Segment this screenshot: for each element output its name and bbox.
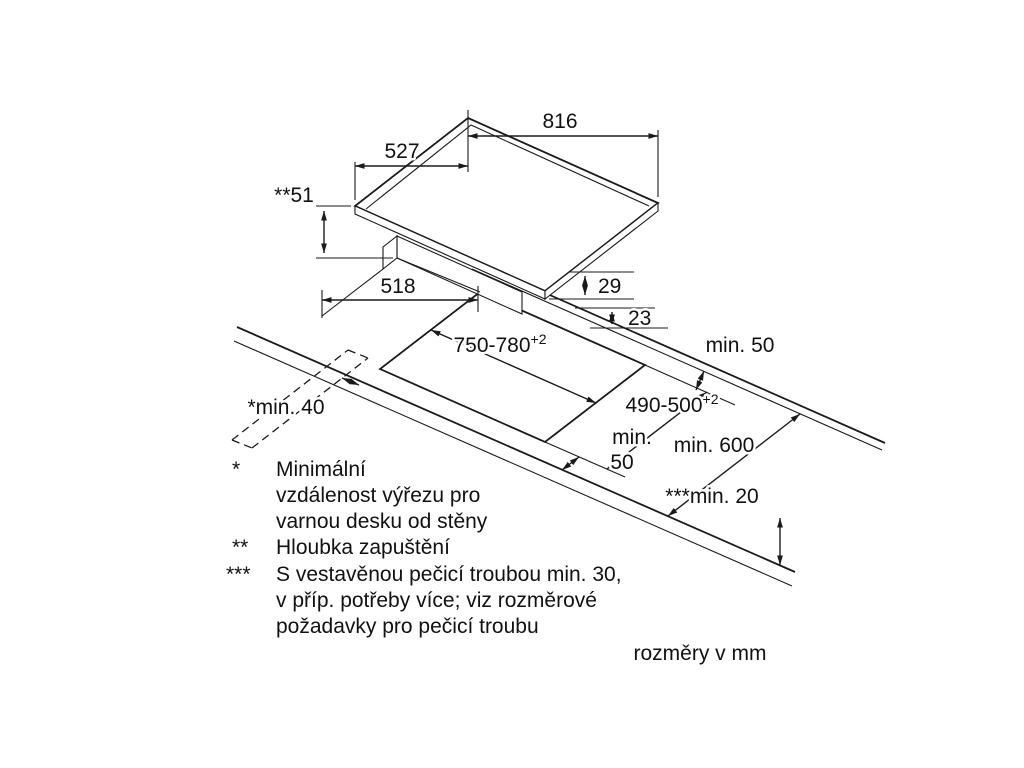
countertop <box>231 261 886 587</box>
edge-height-bottom-label: 23 <box>628 307 651 330</box>
cutout-ext-front <box>544 441 626 478</box>
cutout-depth-label: 490-500+2 <box>625 391 718 417</box>
dim-bottom-clearance: ***min. 20 <box>663 483 783 565</box>
dim-hob-depth: 527 <box>354 110 469 200</box>
hob-depth-label: 527 <box>384 140 419 163</box>
legend-star2-marker: ** <box>232 536 248 559</box>
edge-height-top-label: 29 <box>598 275 621 298</box>
dim-rear-clearance: min. 50 <box>695 332 777 391</box>
dim-cutout-width: 750-780+2 <box>430 329 597 404</box>
counter-front-edge-line <box>236 326 796 573</box>
dim-side-clearance: *min. 40 <box>245 377 360 422</box>
legend-star3-line2: v příp. potřeby více; viz rozměrové <box>276 589 597 612</box>
units-note: rozměry v mm <box>634 642 767 665</box>
legend-star1-line2: vzdálenost výřezu pro <box>276 484 480 507</box>
projection-lines <box>321 257 481 317</box>
legend-star3-line3: požadavky pro pečicí troubu <box>276 615 539 638</box>
side-wall-dashed <box>231 349 369 449</box>
dim-front-clearance: min. 50 <box>561 424 654 477</box>
rear-clearance-label: min. 50 <box>706 334 775 357</box>
legend-star1-line1: Minimální <box>276 458 366 481</box>
hob-front-right-face <box>544 201 659 301</box>
dim-counter-depth: min. 600 <box>667 413 801 517</box>
cutout-outline <box>378 290 647 444</box>
legend: * Minimální vzdálenost výřezu pro varnou… <box>224 456 625 641</box>
housing-width-label: 518 <box>380 275 415 298</box>
hob <box>353 116 660 315</box>
counter-front-edge-line-inner <box>233 340 793 587</box>
hob-glass-inner-edge <box>365 124 650 210</box>
counter-back-edge-line-inner <box>471 268 883 451</box>
legend-star1-marker: * <box>232 458 240 481</box>
counter-depth-label: min. 600 <box>674 434 755 457</box>
legend-star3-marker: *** <box>226 563 251 586</box>
side-clearance-label: *min. 40 <box>247 396 324 419</box>
dim-edge-height-bottom: 23 <box>575 305 668 333</box>
legend-star1-line3: varnou desku od stěny <box>276 510 488 533</box>
cutout-width-label: 750-780+2 <box>453 331 546 357</box>
dim-hob-width: 816 <box>468 108 659 197</box>
hob-housing-left-face <box>382 234 398 271</box>
front-clearance-word: min. <box>612 426 652 449</box>
legend-star3-line1: S vestavěnou pečicí troubou min. 30, <box>276 563 622 586</box>
cutout-ext-rear <box>644 364 736 406</box>
recess-depth-label: **51 <box>274 184 314 207</box>
front-clearance-value: 50 <box>610 451 633 474</box>
dim-edge-height-top: 29 <box>549 271 634 301</box>
dim-recess-depth: **51 <box>272 182 393 259</box>
dim-housing-width: 518 <box>321 273 479 318</box>
legend-star2-line1: Hloubka zapuštění <box>276 536 450 559</box>
hob-width-label: 816 <box>542 110 577 133</box>
bottom-clearance-label: ***min. 20 <box>665 485 758 508</box>
